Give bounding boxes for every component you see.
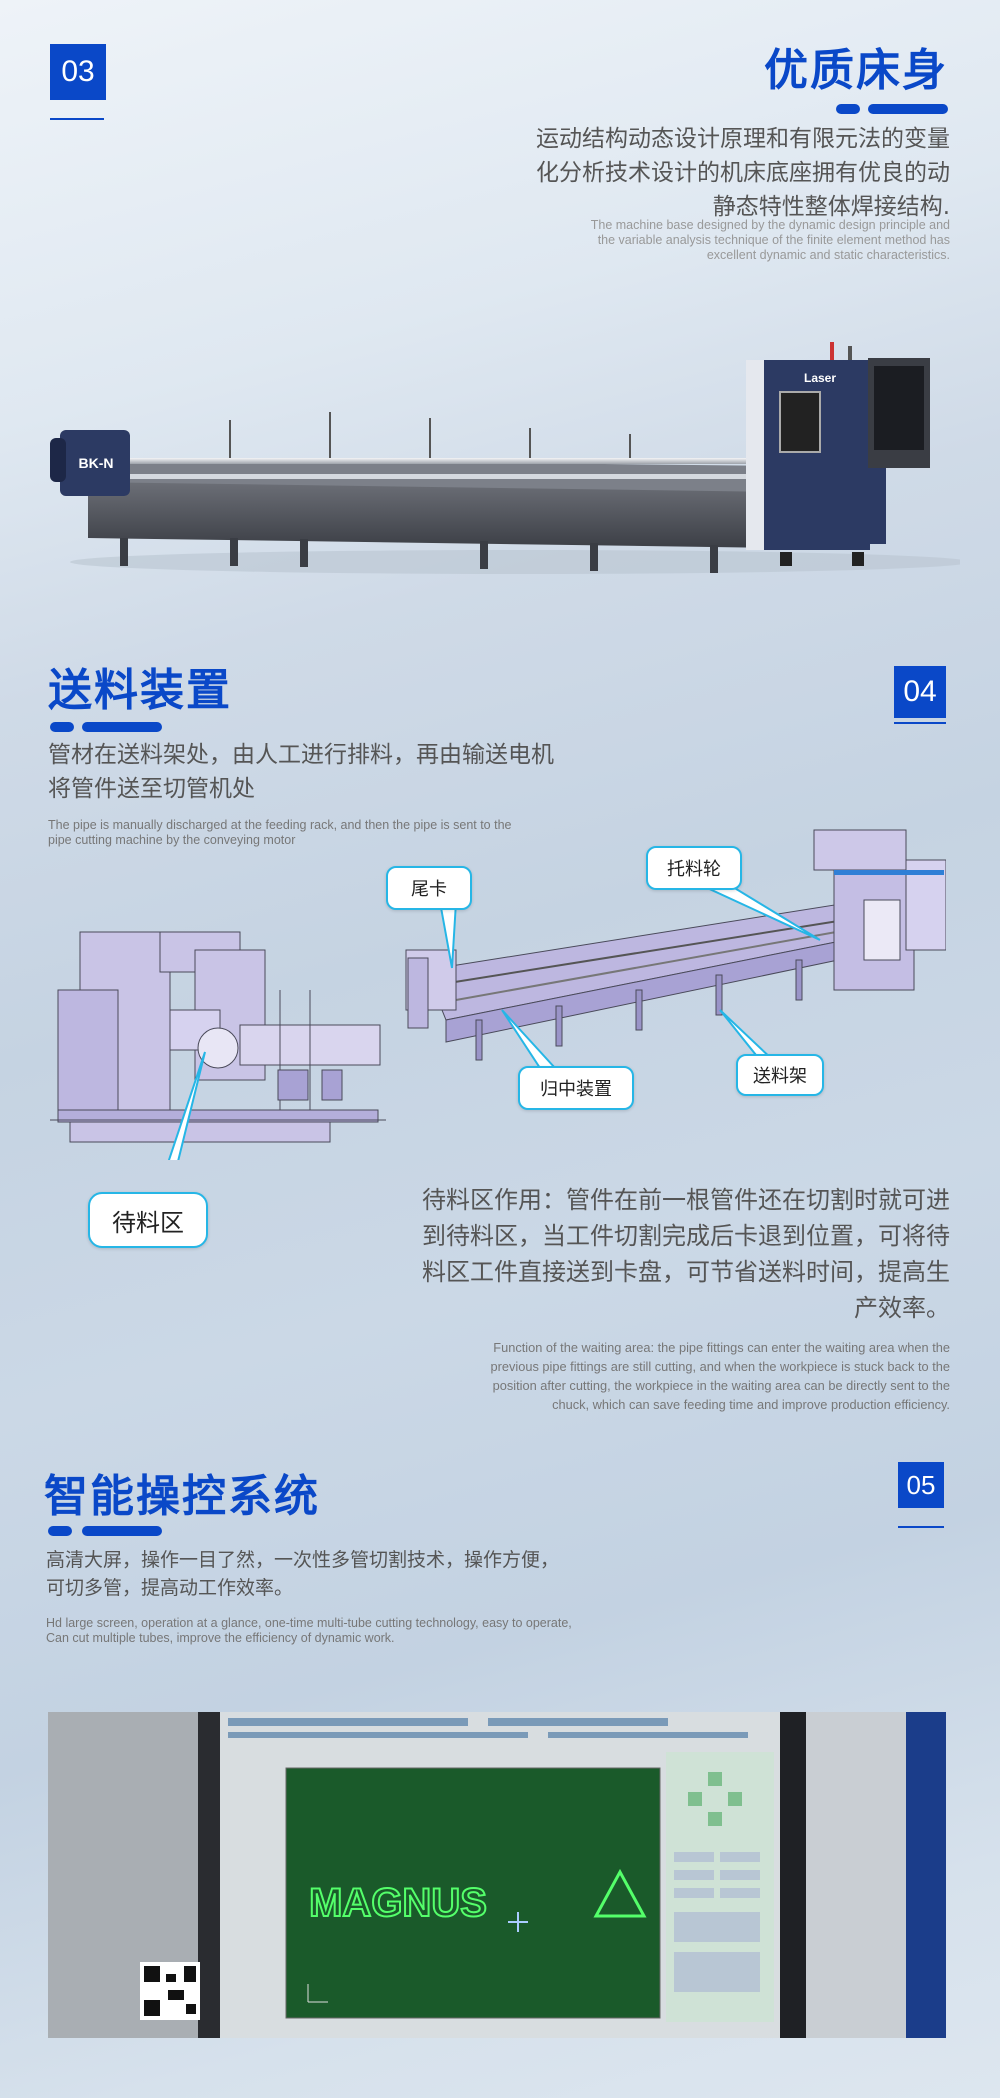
section-number-badge: 05 bbox=[898, 1462, 944, 1508]
machine-bed-illustration: BK-N Laser bbox=[50, 342, 960, 574]
desc-line-en: The machine base designed by the dynamic… bbox=[590, 218, 950, 232]
cabinet-screen bbox=[779, 391, 821, 453]
desc-line: 管材在送料架处，由人工进行排料，再由输送电机 bbox=[48, 742, 554, 768]
callout-waiting-area: 待料区 bbox=[88, 1192, 208, 1248]
desc-line: 产效率。 bbox=[854, 1294, 950, 1322]
section-number-badge: 04 bbox=[894, 666, 946, 718]
desc-line-en: pipe cutting machine by the conveying mo… bbox=[48, 833, 296, 847]
section-description-en: The pipe is manually discharged at the f… bbox=[48, 818, 688, 848]
machine-label: BK-N bbox=[79, 455, 114, 471]
callout-tail-chuck: 尾卡 bbox=[386, 866, 472, 910]
section-number: 03 bbox=[61, 55, 95, 88]
desc-line-en: Can cut multiple tubes, improve the effi… bbox=[46, 1631, 395, 1645]
section-title: 智能操控系统 bbox=[44, 1471, 320, 1522]
desc-line: 将管件送至切管机处 bbox=[48, 776, 255, 802]
title-pill-short bbox=[836, 104, 860, 114]
feeding-device-diagram bbox=[405, 829, 946, 1061]
title-pill-short bbox=[50, 722, 74, 732]
waiting-area-description-en: Function of the waiting area: the pipe f… bbox=[310, 1338, 950, 1414]
section-description-en: Hd large screen, operation at a glance, … bbox=[46, 1616, 746, 1646]
cabinet-brand: Laser bbox=[804, 371, 836, 385]
desc-line-en: position after cutting, the workpiece in… bbox=[492, 1378, 950, 1393]
waiting-area-detail-diagram bbox=[50, 931, 386, 1160]
badge-underline bbox=[898, 1526, 944, 1528]
section-number: 05 bbox=[906, 1469, 936, 1500]
callout-support-roller: 托料轮 bbox=[646, 846, 742, 890]
desc-line: 运动结构动态设计原理和有限元法的变量 bbox=[536, 126, 950, 152]
title-pill-long bbox=[868, 104, 948, 114]
title-pill-long bbox=[82, 722, 162, 732]
screen-logo: MAGNUS bbox=[309, 1881, 487, 1925]
section-description: 高清大屏，操作一目了然，一次性多管切割技术，操作方便， 可切多管，提高动工作效率… bbox=[46, 1546, 726, 1602]
rear-chuck bbox=[60, 430, 130, 496]
desc-line-en: excellent dynamic and static characteris… bbox=[706, 248, 950, 262]
title-pill-short bbox=[48, 1526, 72, 1536]
desc-line-en: Hd large screen, operation at a glance, … bbox=[46, 1616, 572, 1630]
desc-line: 静态特性整体焊接结构. bbox=[712, 194, 950, 220]
section-number-badge: 03 bbox=[50, 44, 106, 100]
section-number: 04 bbox=[903, 675, 937, 708]
desc-line: 高清大屏，操作一目了然，一次性多管切割技术，操作方便， bbox=[46, 1549, 560, 1571]
desc-line-en: Function of the waiting area: the pipe f… bbox=[493, 1340, 950, 1355]
desc-line: 可切多管，提高动工作效率。 bbox=[46, 1577, 294, 1599]
cut-preview-canvas bbox=[285, 1767, 661, 2019]
callout-pointers bbox=[438, 868, 821, 1069]
section-title: 送料装置 bbox=[48, 665, 232, 716]
bed-legs bbox=[120, 538, 718, 573]
control-screen-photo: MAGNUS bbox=[48, 1712, 946, 2038]
desc-line: 化分析技术设计的机床底座拥有优良的动 bbox=[536, 160, 950, 186]
waiting-area-description: 待料区作用：管件在前一根管件还在切割时就可进 到待料区，当工件切割完成后卡退到位… bbox=[350, 1182, 950, 1326]
desc-line: 料区工件直接送到卡盘，可节省送料时间，提高生 bbox=[422, 1258, 950, 1286]
section-description-en: The machine base designed by the dynamic… bbox=[430, 218, 950, 263]
section-title: 优质床身 bbox=[764, 45, 948, 96]
badge-underline bbox=[50, 118, 104, 120]
callout-centering-device: 归中装置 bbox=[518, 1066, 634, 1110]
section-description: 管材在送料架处，由人工进行排料，再由输送电机 将管件送至切管机处 bbox=[48, 738, 688, 806]
desc-line-en: The pipe is manually discharged at the f… bbox=[48, 818, 512, 832]
desc-line-en: the variable analysis technique of the f… bbox=[597, 233, 950, 247]
title-pill-long bbox=[82, 1526, 162, 1536]
desc-line-en: chuck, which can save feeding time and i… bbox=[552, 1397, 950, 1412]
section-description: 运动结构动态设计原理和有限元法的变量 化分析技术设计的机床底座拥有优良的动 静态… bbox=[430, 122, 950, 224]
desc-line-en: previous pipe fittings are still cutting… bbox=[490, 1359, 950, 1374]
desc-line: 到待料区，当工件切割完成后卡退到位置，可将待 bbox=[422, 1222, 950, 1250]
triangle-logo-icon bbox=[593, 1868, 647, 1918]
badge-underline bbox=[894, 722, 946, 724]
callout-feeding-rack: 送料架 bbox=[736, 1054, 824, 1096]
desc-line: 待料区作用：管件在前一根管件还在切割时就可进 bbox=[422, 1186, 950, 1214]
